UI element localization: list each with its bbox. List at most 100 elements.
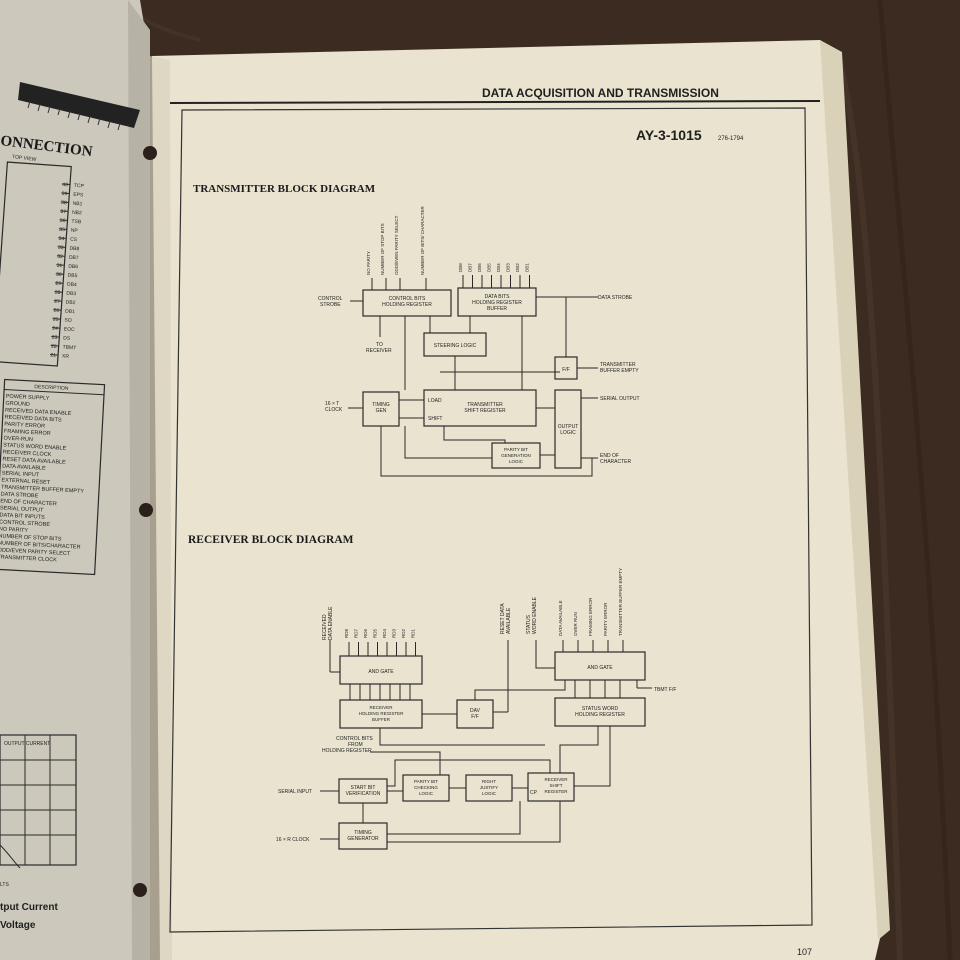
pin-number: 39 [62,191,68,197]
pin-number: 25 [53,317,59,323]
description-item: SERIAL INPUT [2,470,40,478]
tx-data-input-label: DB1 [525,263,530,272]
tx-data-input-label: DB2 [515,263,520,272]
steering-logic-label: STEERING LOGIC [434,343,477,349]
data-strobe-label: DATA STROBE [598,295,633,301]
receiver-title: RECEIVER BLOCK DIAGRAM [188,534,354,546]
shift-label: SHIFT [428,416,442,422]
pin-number: 31 [57,263,63,269]
pin-line [59,219,68,221]
binder-hole [133,883,147,897]
status-reg-lines [574,680,621,698]
pin-number: 27 [54,299,60,305]
pin-line [50,354,59,356]
top-view-label: TOP VIEW [12,154,37,163]
pin-line [58,228,67,230]
pin-number: 34 [58,236,64,242]
pin-label: NP [71,228,79,235]
rx-data-output-label: RD6 [363,629,368,638]
pin-number: 32 [57,254,63,260]
status-enable-label: STATUSWORD ENABLE [526,596,538,634]
pin-line [50,345,59,347]
pin-label: EOC [64,326,76,333]
right-page-content: DATA ACQUISITION AND TRANSMISSION AY-3-1… [169,86,821,957]
pin-line [55,273,64,275]
pin-line [52,318,61,320]
pin-line [60,210,69,212]
rx-and-gate [339,655,423,685]
pin-label: XR [62,353,70,359]
right-page-gutter [150,56,172,960]
description-item: SERIAL OUTPUT [0,505,44,513]
ff-label: F/F [562,367,570,373]
pin-label: NB2 [72,210,82,217]
tx-data-input-label: DB8 [458,263,463,272]
status-and-gate [554,651,646,681]
pin-label: DB7 [69,255,79,262]
left-page-gutter [128,0,150,960]
pin-number: 26 [53,308,59,314]
rx-status-output-label: OVER RUN [573,612,578,636]
pin-line [61,192,70,194]
graph-caption-1: tput Current [0,902,58,913]
binder-hole [139,503,153,517]
pin-number: 29 [55,281,61,287]
tx-data-input-label: DB7 [468,263,473,272]
reset-da-label: RESET DATAAVAILABLE [500,603,512,634]
description-item: RECEIVED DATA ENABLE [5,408,72,417]
pin-number: 38 [61,200,67,206]
pin-label: SO [64,317,72,323]
pin-number: 22 [51,344,57,350]
description-item: POWER SUPPLY [6,394,50,402]
data-bits-holding-register [457,287,537,317]
tx-control-input-label: NUMBER OF STOP BITS [380,223,385,275]
part-number: AY-3-1015 [636,127,702,143]
pin-line [54,291,63,293]
holding-to-and-lines [349,684,411,700]
pin-label: DB5 [67,273,77,280]
left-page [0,0,150,960]
pin-number: 23 [51,335,57,341]
description-item: NUMBER OF BITS/CHARACTER [0,540,81,550]
serial-input-label: SERIAL INPUT [278,789,312,795]
description-item: FRAMING ERROR [4,429,51,437]
rx-data-output-label: RD8 [344,629,349,638]
tx-data-input-label: DB6 [477,263,482,272]
pin-label: CS [70,237,78,244]
control-bits-holding-register [362,289,452,317]
pin-line [51,336,60,338]
pin-label: DS [63,335,71,342]
description-item: TRANSMITTER BUFFER EMPTY [1,484,85,494]
rx-data-output-label: RD3 [392,629,397,638]
pin-number: 24 [52,326,58,332]
pin-line [57,246,66,248]
description-item: NUMBER OF STOP BITS [0,533,62,542]
pin-label: DB4 [67,282,77,289]
description-item: DATA BIT INPUTS [0,512,45,520]
pin-label: DB3 [66,291,76,298]
page-header: DATA ACQUISITION AND TRANSMISSION [482,86,719,100]
pin-number: 33 [58,245,64,251]
rx-status-output-label: PARITY ERROR [603,602,608,636]
description-item: ODD/EVEN PARITY SELECT [0,547,71,557]
tbmt-label: TBMT F/F [654,687,676,693]
description-item: EXTERNAL RESET [1,477,51,486]
ic-chip-pins [27,100,121,131]
